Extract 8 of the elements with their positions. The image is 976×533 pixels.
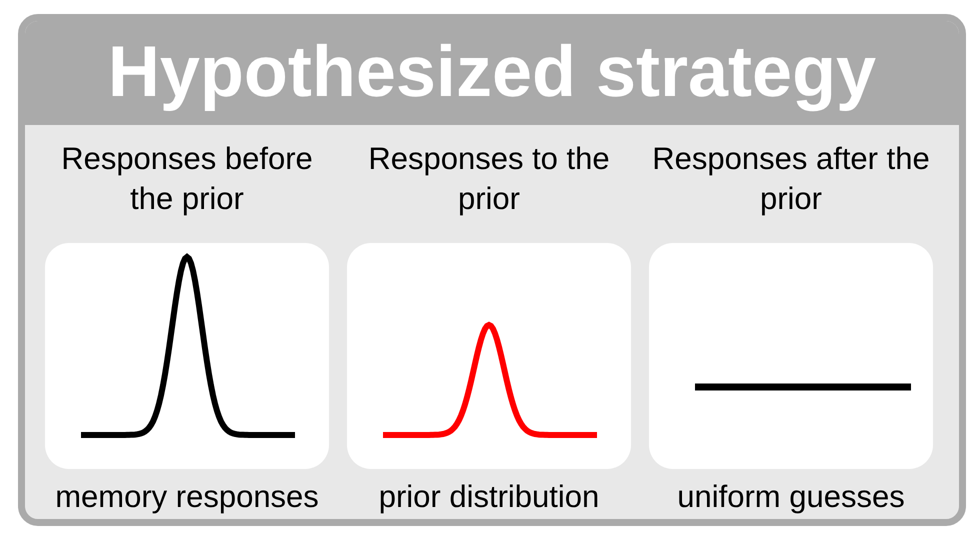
column-heading: Responses after the prior: [651, 140, 931, 218]
column-heading: Responses before the prior: [60, 140, 314, 218]
caption-text: memory responses: [54, 479, 320, 515]
title-text: Hypothesized strategy: [106, 31, 878, 114]
column-heading: Responses to the prior: [367, 140, 611, 218]
panel-background: [18, 14, 966, 526]
caption-text: uniform guesses: [676, 479, 906, 515]
caption-text: prior distribution: [378, 479, 600, 515]
